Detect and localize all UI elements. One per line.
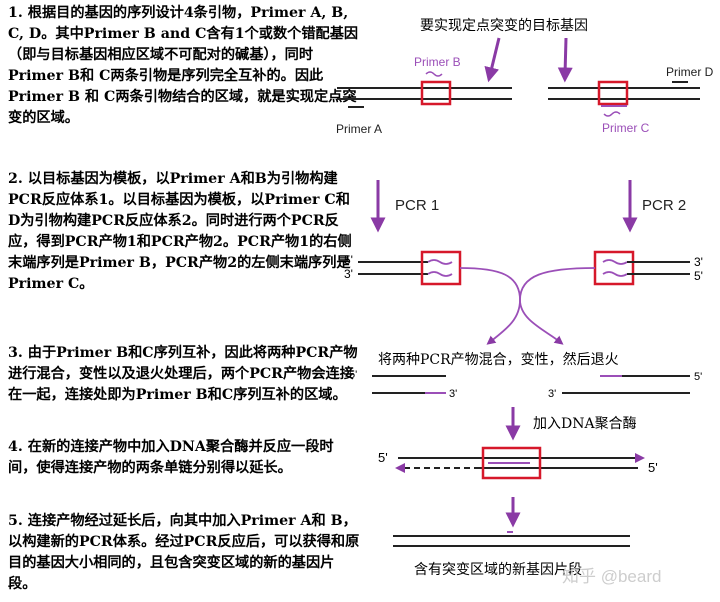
pcr1-label: PCR 1 [395,197,439,214]
primer-b-label: Primer B [414,55,461,69]
step-4-text: 4. 在新的连接产物中加入DNA聚合酶并反应一段时间，使得连接产物的两条单链分别… [8,439,334,476]
polymerase-label: 加入DNA聚合酶 [533,416,637,432]
pcr2-product-end-top [602,259,628,265]
mutation-box-template-left [420,80,452,106]
final-product-label: 含有突变区域的新基因片段 [414,561,582,578]
pcr2-three-prime: 3' [694,255,703,269]
target-arrow-left [484,37,501,83]
step-1-text: 1. 根据目的基因的序列设计4条引物，Primer A, B, C, D。其中P… [8,5,359,126]
mutation-box-pcr2 [593,250,635,286]
annealed-five-prime-left: 5' [378,450,388,465]
pcr1-product-end-bottom [427,271,453,277]
step-3-text: 3. 由于Primer B和C序列互补，因此将两种PCR产物进行混合，变性以及退… [8,345,358,403]
single-strand-left-five-prime: 5' [349,369,357,381]
merge-curve-left [459,267,521,345]
pcr2-label: PCR 2 [642,197,686,214]
pcr1-product-end-top [427,259,453,265]
primer-c-label: Primer C [602,121,650,135]
annealed-five-prime-right: 5' [648,460,658,475]
mix-denature-anneal-label: 将两种PCR产物混合，变性，然后退火 [378,351,619,368]
pcr2-five-prime: 5' [694,269,703,283]
watermark: 知乎 @beard [562,567,661,586]
mutation-box-pcr1 [420,250,462,286]
mutation-box-annealed [481,446,542,480]
primer-d-label: Primer D [666,65,714,79]
single-strand-right-five-prime: 5' [694,371,702,383]
step-2-text: 2. 以目标基因为模板，以Primer A和B为引物构建PCR反应体系1。以目标… [8,171,352,292]
pcr1-three-prime: 3' [344,267,353,281]
pcr2-product-end-bottom [602,271,628,277]
pcr1-five-prime: 5' [344,253,353,267]
mutation-box-template-right [597,80,629,106]
target-arrow-right [557,37,573,83]
primer-c-brace [603,111,621,117]
single-strand-right-three-prime: 3' [548,388,556,400]
step-5-text: 5. 连接产物经过延长后，向其中加入Primer A和 B，以构建新的PCR体系… [8,513,360,592]
primer-b-brace [425,71,443,77]
primer-a-label: Primer A [336,122,382,136]
target-gene-label: 要实现定点突变的目标基因 [420,17,588,34]
single-strand-left-three-prime: 3' [449,388,457,400]
merge-curve-right [519,267,596,345]
